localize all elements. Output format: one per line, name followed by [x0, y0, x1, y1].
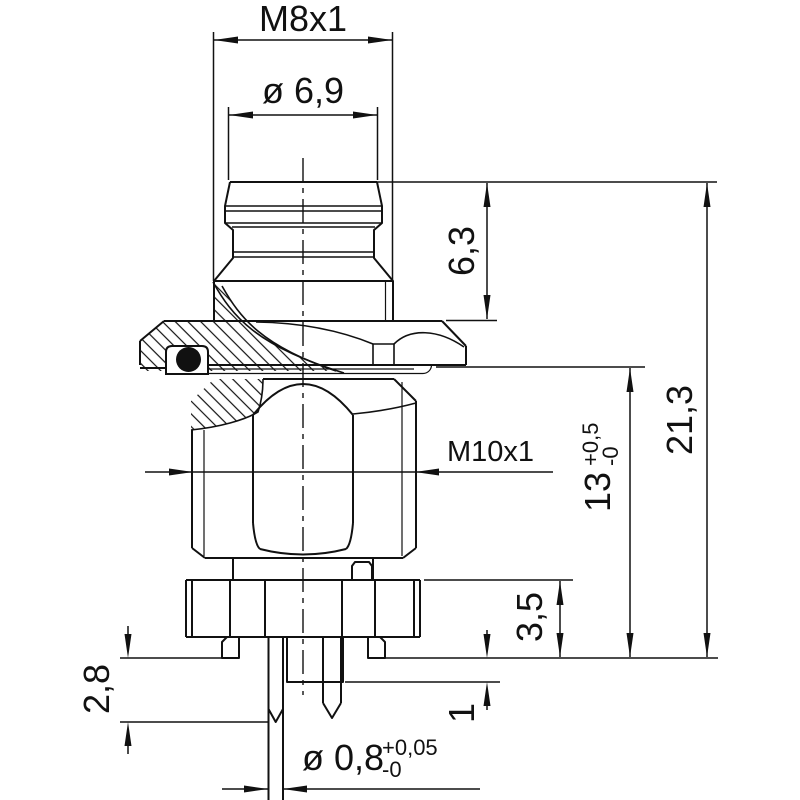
sealing-washer — [208, 364, 433, 375]
o-ring — [176, 347, 201, 372]
dim-m8-thread: M8x1 — [212, 0, 394, 281]
label-tip-height: 6,3 — [441, 226, 482, 276]
connector-tip-sleeve — [213, 181, 394, 321]
mounting-disc — [185, 579, 421, 638]
neck-and-key — [232, 558, 374, 580]
dim-thread-length: 13 +0,5 -0 — [436, 366, 645, 657]
o-ring-seal — [165, 345, 209, 375]
dim-m10-thread: M10x1 — [145, 436, 553, 476]
label-thread-length: 13 — [577, 472, 618, 512]
section-break-curves — [190, 281, 345, 431]
dim-pin-diameter: ø 0,8 +0,05 -0 — [222, 735, 480, 793]
dim-recess-depth: 1 — [345, 630, 500, 723]
long-contact-pin — [267, 637, 284, 800]
label-thread-length-tol-plus: +0,5 — [578, 423, 603, 466]
label-pin-protrusion: 2,8 — [76, 664, 117, 714]
label-tip-diameter: ø 6,9 — [262, 70, 344, 111]
dim-flange-height: 3,5 — [424, 579, 573, 657]
label-recess-depth: 1 — [441, 703, 482, 723]
label-flange-height: 3,5 — [509, 592, 550, 642]
label-pin-diameter-tol-plus: +0,05 — [382, 735, 438, 760]
dim-total-height: 21,3 — [659, 183, 711, 657]
short-contact-pin — [322, 637, 342, 703]
flange-facet-edges — [372, 343, 395, 365]
label-m8-thread: M8x1 — [259, 0, 347, 39]
dim-pin-protrusion: 2,8 — [76, 626, 268, 754]
dim-tip-height: 6,3 — [377, 181, 717, 322]
m10-thread-root-lines — [203, 382, 403, 556]
insulator-block — [286, 637, 344, 683]
label-thread-length-tol-minus: -0 — [598, 446, 623, 466]
label-pin-diameter: ø 0,8 — [302, 737, 384, 778]
contact-pins — [267, 637, 342, 800]
hex-flange — [139, 320, 467, 369]
label-total-height: 21,3 — [659, 385, 700, 455]
dim-tip-diameter: ø 6,9 — [227, 70, 379, 180]
m10-hex-barrel — [191, 378, 417, 559]
orientation-key-tab — [351, 561, 373, 580]
label-pin-diameter-tol-minus: -0 — [382, 757, 402, 782]
label-m10-thread: M10x1 — [447, 436, 534, 468]
